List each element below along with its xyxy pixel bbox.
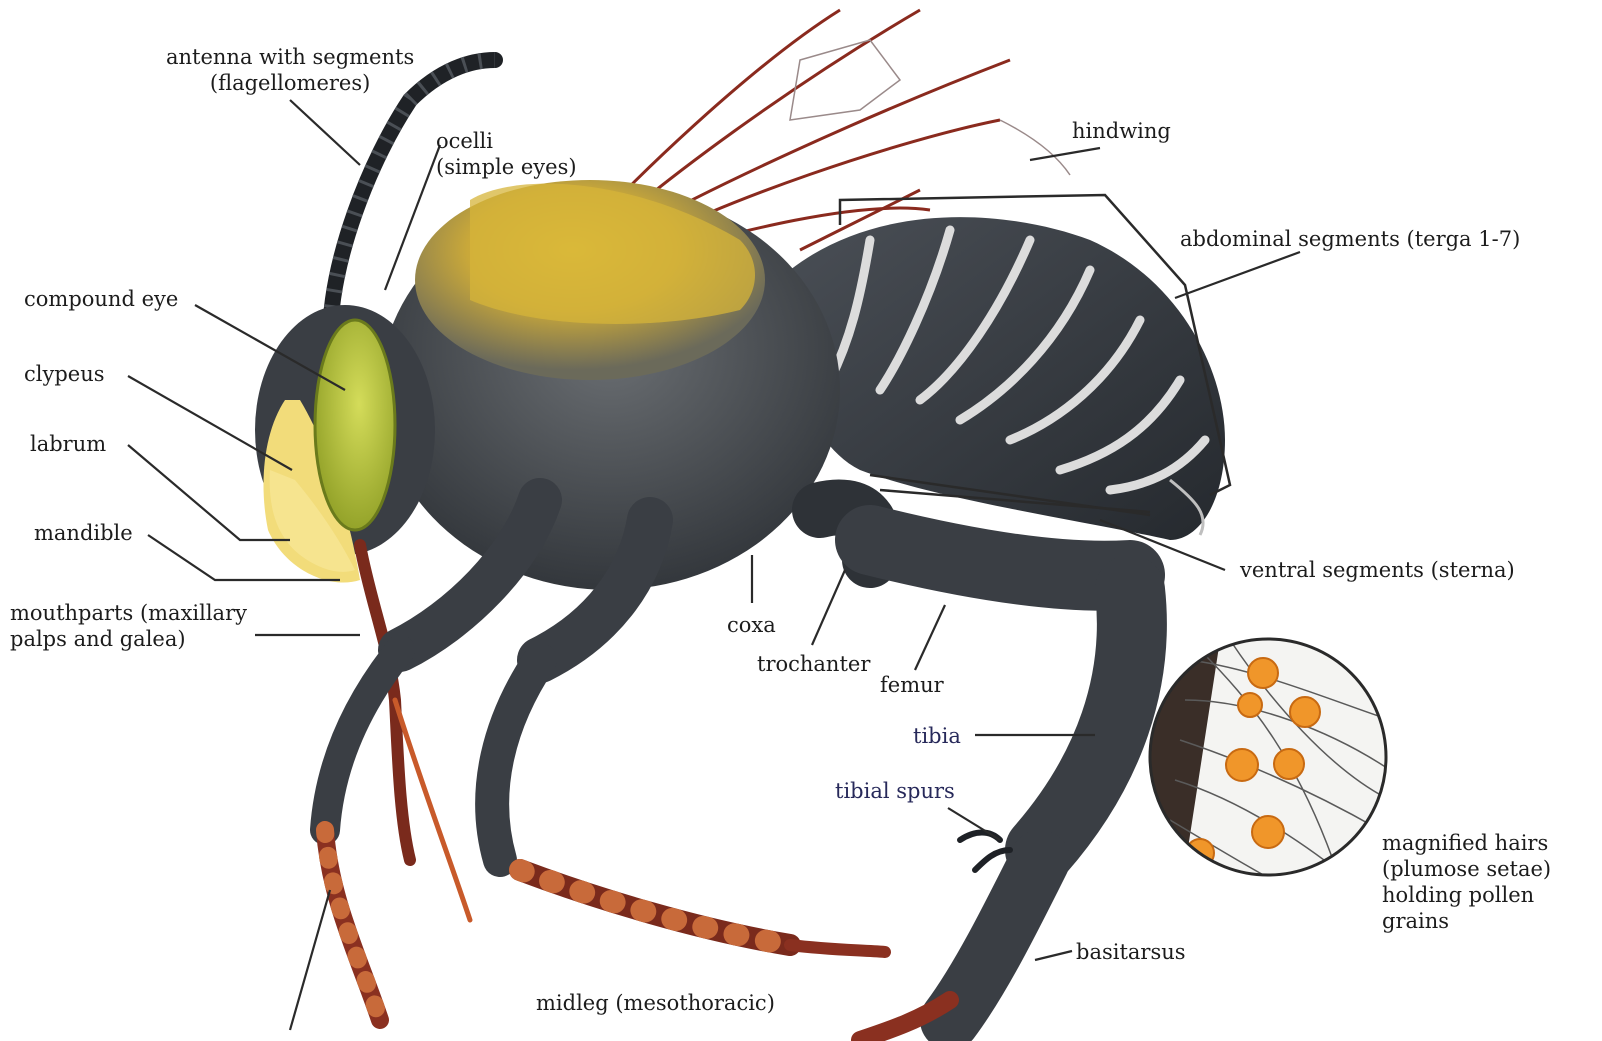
magnified-circle — [1150, 639, 1390, 900]
leader-basitarsus — [1035, 951, 1072, 960]
label-magnified-line1: magnified hairs — [1382, 830, 1551, 856]
label-abdominal: abdominal segments (terga 1-7) — [1180, 226, 1520, 252]
leader-antenna — [290, 100, 360, 165]
leader-femur — [915, 605, 945, 670]
label-labrum: labrum — [30, 431, 106, 457]
label-ventral: ventral segments (sterna) — [1240, 557, 1515, 583]
leader-abdominal — [1175, 252, 1300, 298]
label-midleg: midleg (mesothoracic) — [536, 990, 775, 1016]
label-magnified-line4: grains — [1382, 908, 1551, 934]
label-mandible: mandible — [34, 520, 133, 546]
label-basitarsus: basitarsus — [1076, 939, 1186, 965]
leader-trochanter — [812, 570, 845, 645]
label-compound-eye: compound eye — [24, 286, 178, 312]
label-antenna-line2: (flagellomeres) — [166, 70, 414, 96]
label-magnified: magnified hairs (plumose setae) holding … — [1382, 830, 1551, 934]
label-ocelli-line2: (simple eyes) — [436, 154, 577, 180]
label-femur: femur — [880, 672, 944, 698]
leader-foreleg — [290, 890, 330, 1030]
label-mouthparts: mouthparts (maxillary palps and galea) — [10, 600, 247, 652]
label-magnified-line2: (plumose setae) — [1382, 856, 1551, 882]
label-magnified-line3: holding pollen — [1382, 882, 1551, 908]
label-antenna: antenna with segments (flagellomeres) — [166, 44, 414, 96]
label-coxa: coxa — [727, 612, 776, 638]
label-mouthparts-line1: mouthparts (maxillary — [10, 600, 247, 626]
compound-eye — [315, 320, 395, 530]
midleg — [492, 520, 885, 952]
label-antenna-line1: antenna with segments — [166, 44, 414, 70]
label-ocelli: ocelli (simple eyes) — [436, 128, 577, 180]
label-tibia: tibia — [913, 723, 961, 749]
thorax — [380, 180, 840, 590]
label-hindwing: hindwing — [1072, 118, 1171, 144]
label-tibial-spurs: tibial spurs — [835, 778, 955, 804]
label-trochanter: trochanter — [757, 651, 870, 677]
label-clypeus: clypeus — [24, 361, 105, 387]
label-mouthparts-line2: palps and galea) — [10, 626, 247, 652]
leader-hindwing — [1030, 148, 1100, 160]
label-ocelli-line1: ocelli — [436, 128, 577, 154]
